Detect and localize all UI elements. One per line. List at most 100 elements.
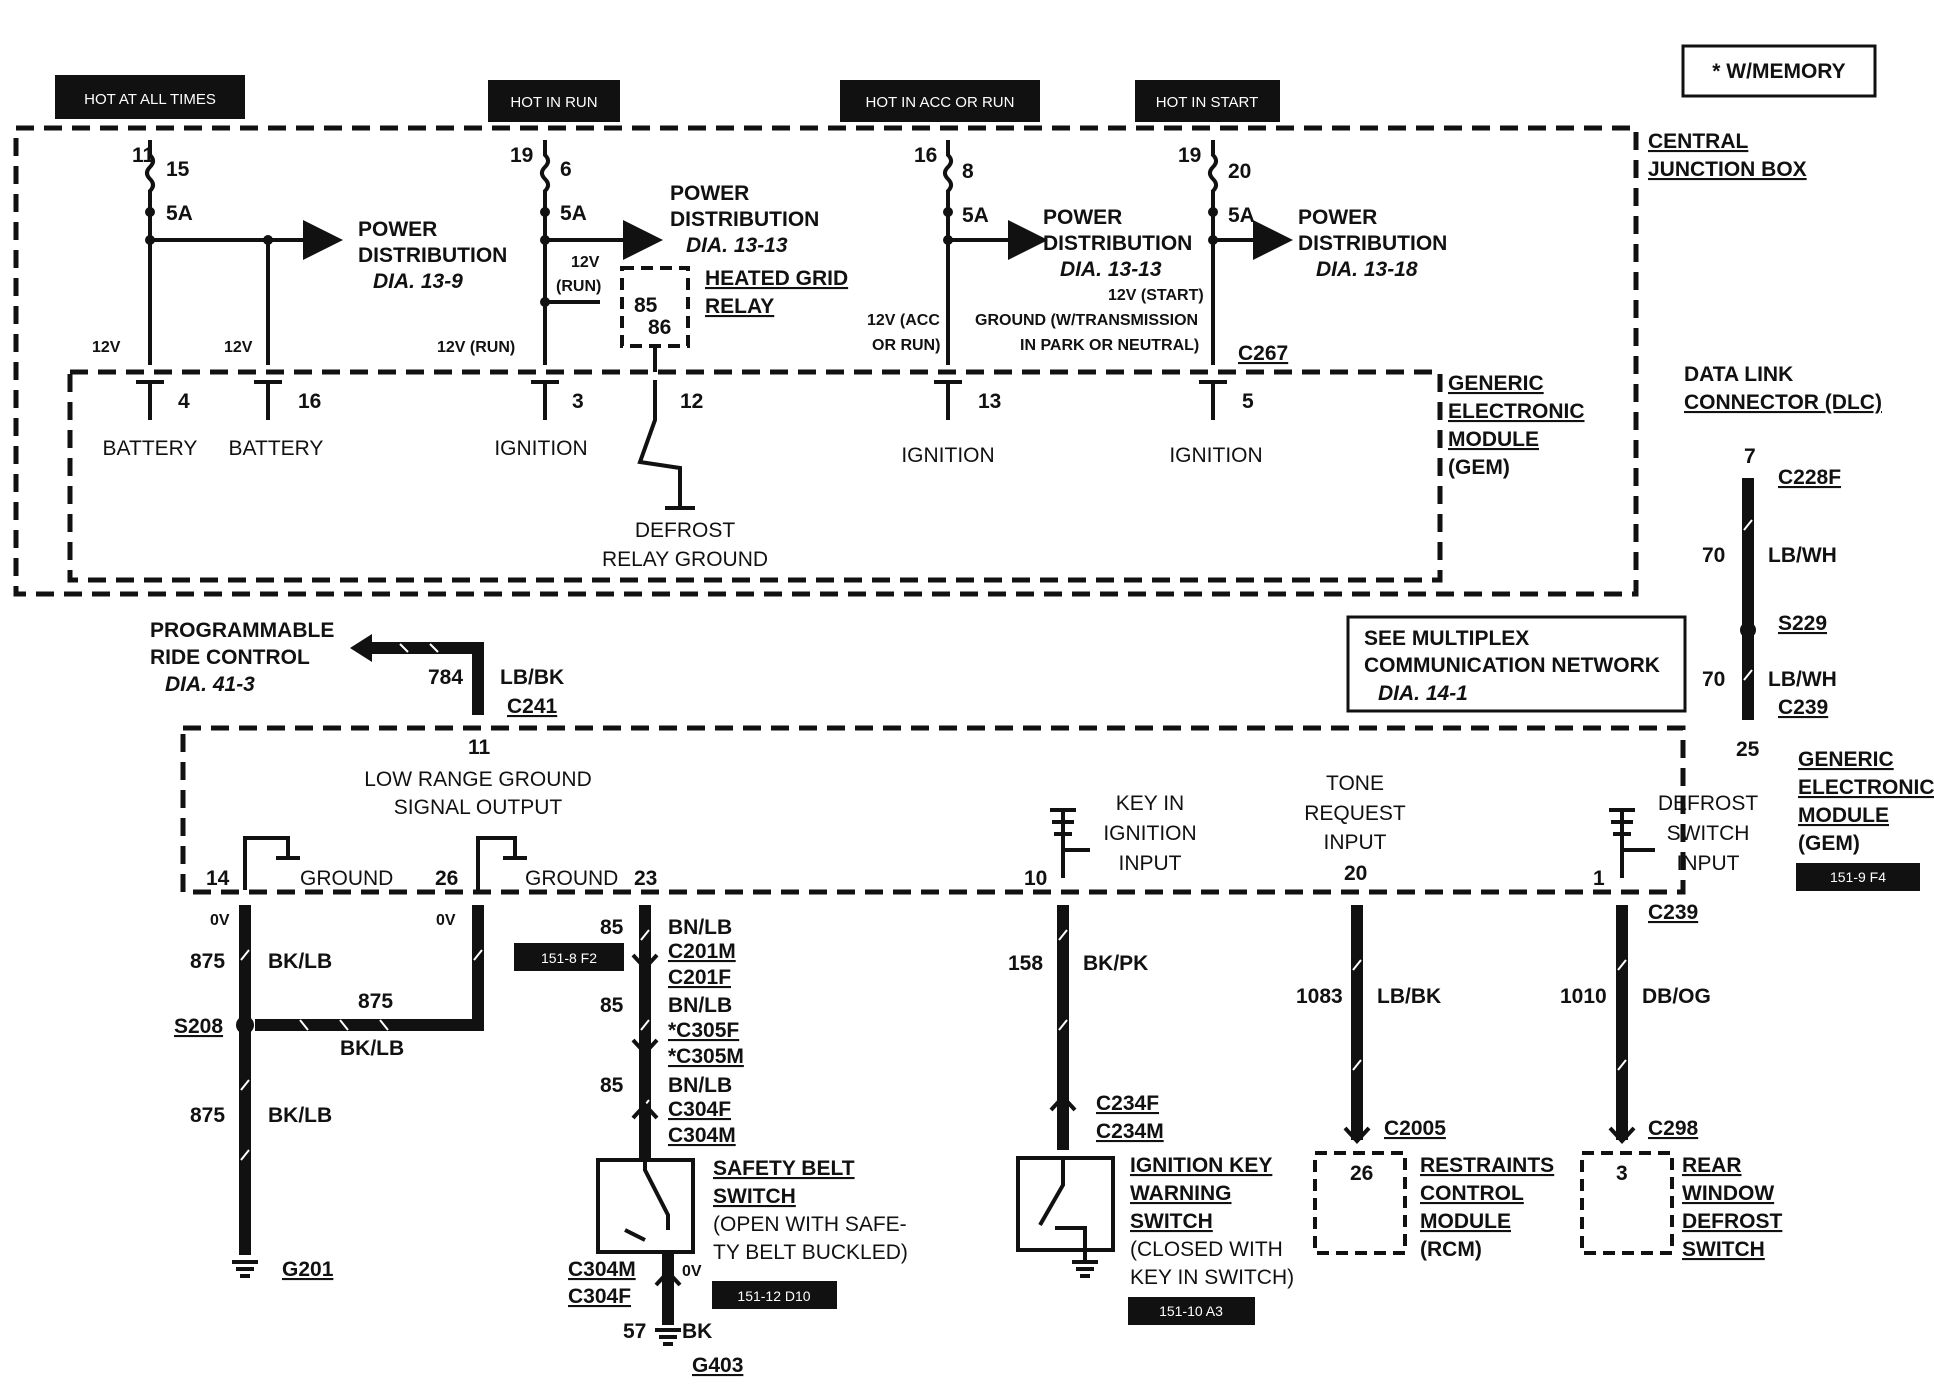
label-power_dist-0-dia: DIA. 13-9 <box>373 270 463 293</box>
gem-bottom-outline <box>180 725 1686 895</box>
label-relay-p85: 85 <box>634 294 658 317</box>
label-tone_circuit-m2: CONTROL <box>1420 1182 1524 1205</box>
label-gem_bottom-pin10: 10 <box>1024 867 1047 890</box>
safety-belt-circuit: 85 BN/LB C201M C201F 151-8 F2 85 BN/LB *… <box>514 905 908 1377</box>
label-gem_bottom-key_l2: IGNITION <box>1103 822 1196 845</box>
label-multiplex-dia: DIA. 14-1 <box>1378 682 1468 705</box>
label-left_circuit-color: BK/LB <box>268 950 332 973</box>
label-key_circuit-conn1: C234F <box>1096 1092 1159 1115</box>
label-belt_circuit-ov: 0V <box>682 1263 702 1280</box>
left-ground-circuit: 0V 0V 875 BK/LB 875 BK/LB S208 875 BK/LB… <box>174 905 484 1281</box>
label-gem_top-l1: GENERIC <box>1448 372 1544 395</box>
label-fuses-2-volt: 12V (ACC <box>867 312 940 329</box>
label-tone_circuit-pin: 26 <box>1350 1162 1373 1185</box>
label-gem_bottom-low_range_l2: SIGNAL OUTPUT <box>394 796 563 819</box>
label-left_circuit-splice: S208 <box>174 1015 223 1038</box>
label-tone_circuit-color: LB/BK <box>1377 985 1441 1008</box>
header-hot-in-start: HOT IN START <box>1156 94 1259 111</box>
label-gem_pins-0-label: BATTERY <box>103 437 198 460</box>
label-belt_circuit-sw_l3: (OPEN WITH SAFE- <box>713 1213 907 1236</box>
label-prc-l1: PROGRAMMABLE <box>150 619 334 642</box>
label-prc-l2: RIDE CONTROL <box>150 646 310 669</box>
label-dlc-color1: LB/WH <box>1768 544 1837 567</box>
label-key_circuit-tag: 151-10 A3 <box>1159 1303 1223 1319</box>
label-gem_pins-2-label: IGNITION <box>494 437 587 460</box>
label-dlc-l1: DATA LINK <box>1684 363 1793 386</box>
label-fuses-3-circuit: 19 <box>1178 144 1201 167</box>
label-volt_second: 12V <box>224 339 253 356</box>
label-belt_circuit-w2: 85 <box>600 994 624 1017</box>
label-left_circuit-color_b: BK/LB <box>340 1037 404 1060</box>
label-prc-color: LB/BK <box>500 666 564 689</box>
label-defrost_circuit-m3: DEFROST <box>1682 1210 1783 1233</box>
label-fuses-3-volt: 12V (START) <box>1108 287 1204 304</box>
label-dlc-wire2: 70 <box>1702 668 1725 691</box>
label-left_circuit-wire_c: 875 <box>190 1104 225 1127</box>
label-relay-run_l1: 12V <box>571 254 600 271</box>
cjb-label-2: JUNCTION BOX <box>1648 158 1807 181</box>
fuse-column-1: 11 15 5A 12V 12V POWER DISTRIBUTION DIA.… <box>92 140 507 365</box>
label-gem_bottom-l4: (GEM) <box>1798 832 1860 855</box>
label-tone_circuit-m1: RESTRAINTS <box>1420 1154 1554 1177</box>
label-gem_bottom-key_l3: INPUT <box>1119 852 1182 875</box>
label-defrost_ground-l1: DEFROST <box>635 519 736 542</box>
label-key_circuit-sw_l3: SWITCH <box>1130 1210 1213 1233</box>
label-power_dist-2-l1: POWER <box>1043 206 1122 229</box>
label-defrost_circuit-conn: C298 <box>1648 1117 1699 1140</box>
label-left_circuit-ov1: 0V <box>210 912 230 929</box>
label-left_circuit-color_c: BK/LB <box>268 1104 332 1127</box>
programmable-ride-control: PROGRAMMABLE RIDE CONTROL DIA. 41-3 784 … <box>150 619 564 759</box>
label-key_circuit-sw_l5: KEY IN SWITCH) <box>1130 1266 1294 1289</box>
label-tone_circuit-wire: 1083 <box>1296 985 1343 1008</box>
label-fuses-1-circuit: 19 <box>510 144 533 167</box>
legend-box: * W/MEMORY <box>1681 44 1877 98</box>
label-left_circuit-ov2: 0V <box>436 912 456 929</box>
label-key_circuit-sw_l2: WARNING <box>1130 1182 1232 1205</box>
label-belt_circuit-w4: 57 <box>623 1320 646 1343</box>
label-belt_circuit-ground: G403 <box>692 1354 743 1377</box>
label-relay-p86: 86 <box>648 316 671 339</box>
label-gem_pins-2-pin: 3 <box>572 390 584 413</box>
label-gem_pins-3-pin: 12 <box>680 390 703 413</box>
label-dlc-l2: CONNECTOR (DLC) <box>1684 391 1882 414</box>
label-fuses-1-fuse: 6 <box>560 158 572 181</box>
multiplex-note: SEE MULTIPLEX COMMUNICATION NETWORK DIA.… <box>1346 615 1687 713</box>
label-belt_circuit-w3: 85 <box>600 1074 624 1097</box>
label-gem_bottom-pin20: 20 <box>1344 862 1367 885</box>
label-gem_pins-1-pin: 16 <box>298 390 321 413</box>
label-fuses-0-volt: 12V <box>92 339 121 356</box>
label-power_dist-1-dia: DIA. 13-13 <box>686 234 788 257</box>
label-gem_pins-5-pin: 5 <box>1242 390 1254 413</box>
data-link-connector: DATA LINK CONNECTOR (DLC) 7 C228F 70 LB/… <box>1684 363 1882 720</box>
label-defrost_circuit-conn_top: C239 <box>1648 901 1698 924</box>
label-belt_circuit-sw_l1: SAFETY BELT <box>713 1157 855 1180</box>
label-key_circuit-wire: 158 <box>1008 952 1043 975</box>
label-belt_circuit-conn7: C304M <box>568 1258 636 1281</box>
label-gem_bottom-defrost_l1: DEFROST <box>1658 792 1759 815</box>
label-left_circuit-wire: 875 <box>190 950 225 973</box>
label-gem_bottom-tone_l2: REQUEST <box>1304 802 1406 825</box>
label-belt_circuit-conn6: C304M <box>668 1124 736 1147</box>
label-belt_circuit-c1: BN/LB <box>668 916 732 939</box>
central-junction-box-outline <box>13 125 1639 597</box>
label-multiplex-l1: SEE MULTIPLEX <box>1364 627 1529 650</box>
label-prc-wire: 784 <box>428 666 463 689</box>
label-belt_circuit-w1: 85 <box>600 916 624 939</box>
label-gem_pins-1-label: BATTERY <box>229 437 324 460</box>
label-defrost_circuit-color: DB/OG <box>1642 985 1711 1008</box>
label-dlc-pin: 7 <box>1744 445 1756 468</box>
label-belt_circuit-sw_l4: TY BELT BUCKLED) <box>713 1241 908 1264</box>
heated-grid-relay: 85 86 HEATED GRID RELAY <box>620 266 848 372</box>
label-gem_bottom-pin23: 23 <box>634 867 657 890</box>
label-gem_bottom-defrost_l2: SWITCH <box>1667 822 1750 845</box>
label-belt_circuit-sw_l2: SWITCH <box>713 1185 796 1208</box>
label-belt_circuit-c2: BN/LB <box>668 994 732 1017</box>
label-gem_pins-5-label: IGNITION <box>1169 444 1262 467</box>
label-prc-pin: 11 <box>468 736 491 759</box>
label-prc-conn: C241 <box>507 695 558 718</box>
header-hot-in-run: HOT IN RUN <box>510 94 597 111</box>
tone-request-circuit: 1083 LB/BK C2005 26 RESTRAINTS CONTROL M… <box>1296 905 1554 1261</box>
fuse-column-4: 19 20 5A 12V (START) GROUND (W/TRANSMISS… <box>975 140 1447 365</box>
